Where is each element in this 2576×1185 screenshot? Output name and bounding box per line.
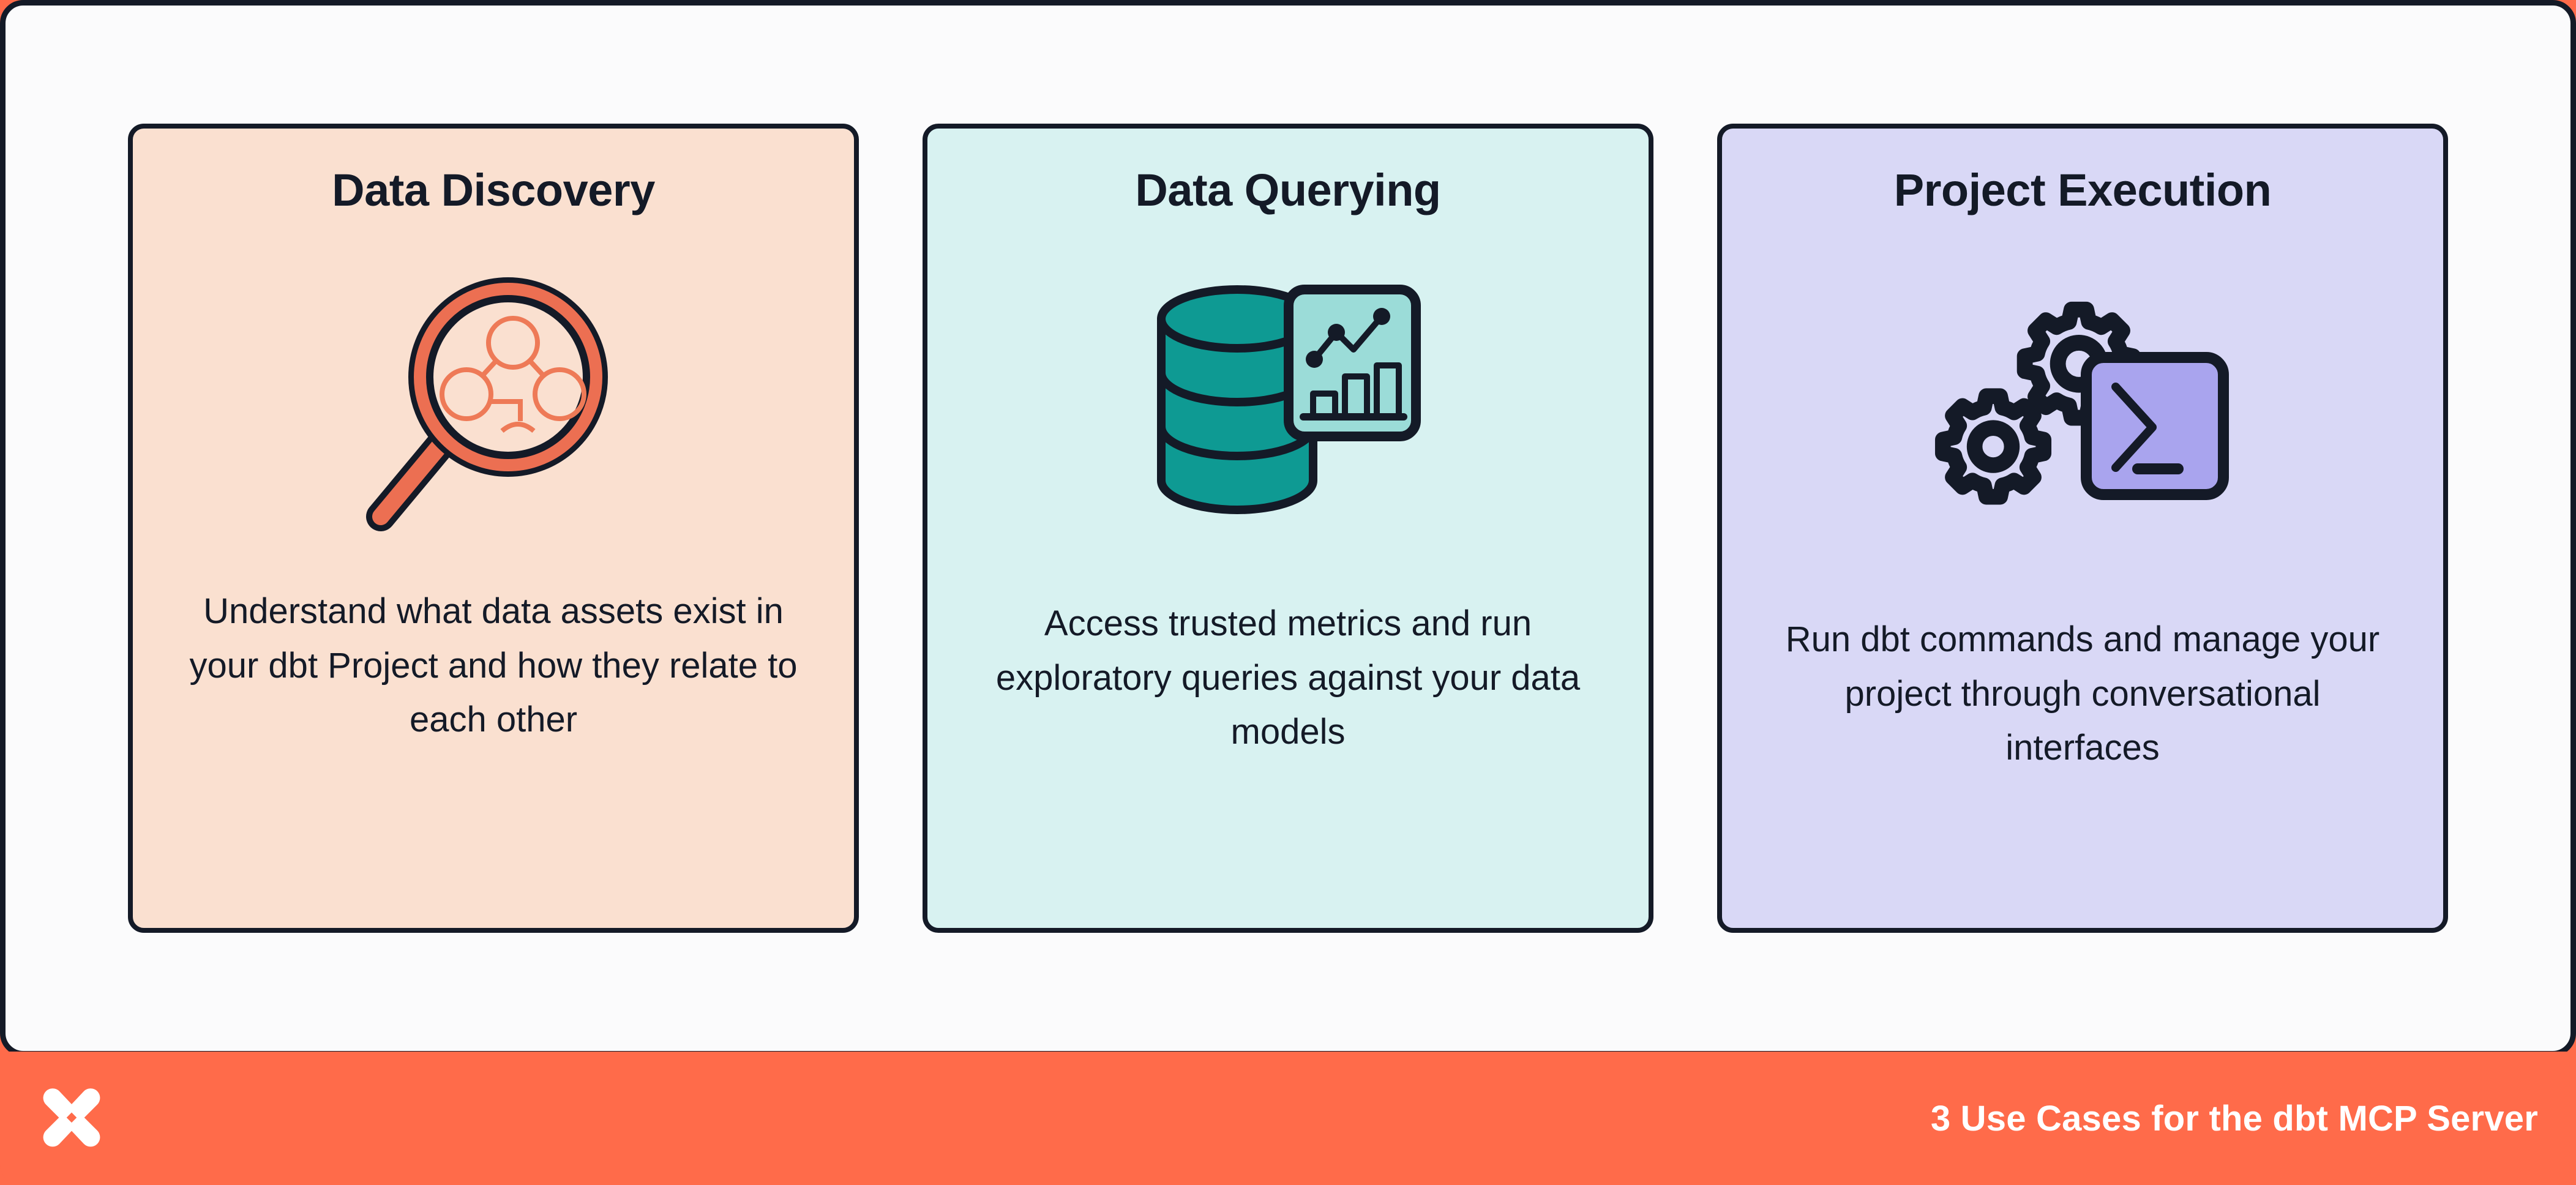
card-title: Project Execution xyxy=(1893,165,2272,215)
footer-bar: 3 Use Cases for the dbt MCP Server xyxy=(0,1052,2576,1185)
card-title: Data Discovery xyxy=(332,165,655,215)
card-project-execution[interactable]: Project Execution xyxy=(1717,124,2448,933)
cards-row: Data Discovery xyxy=(6,6,2570,1051)
card-description: Access trusted metrics and run explorato… xyxy=(995,604,1581,752)
footer-caption: 3 Use Cases for the dbt MCP Server xyxy=(1930,1098,2538,1138)
card-description: Understand what data assets exist in you… xyxy=(189,591,798,739)
database-analytics-icon xyxy=(970,242,1606,566)
main-panel: Data Discovery xyxy=(0,0,2576,1056)
gears-terminal-icon xyxy=(1765,242,2400,566)
card-title: Data Querying xyxy=(1135,165,1441,215)
dbt-logo-icon xyxy=(36,1082,108,1154)
magnifying-glass-lineage-icon xyxy=(176,242,811,566)
card-description: Run dbt commands and manage your project… xyxy=(1785,619,2380,768)
card-data-discovery[interactable]: Data Discovery xyxy=(128,124,859,933)
card-data-querying[interactable]: Data Querying xyxy=(923,124,1653,933)
